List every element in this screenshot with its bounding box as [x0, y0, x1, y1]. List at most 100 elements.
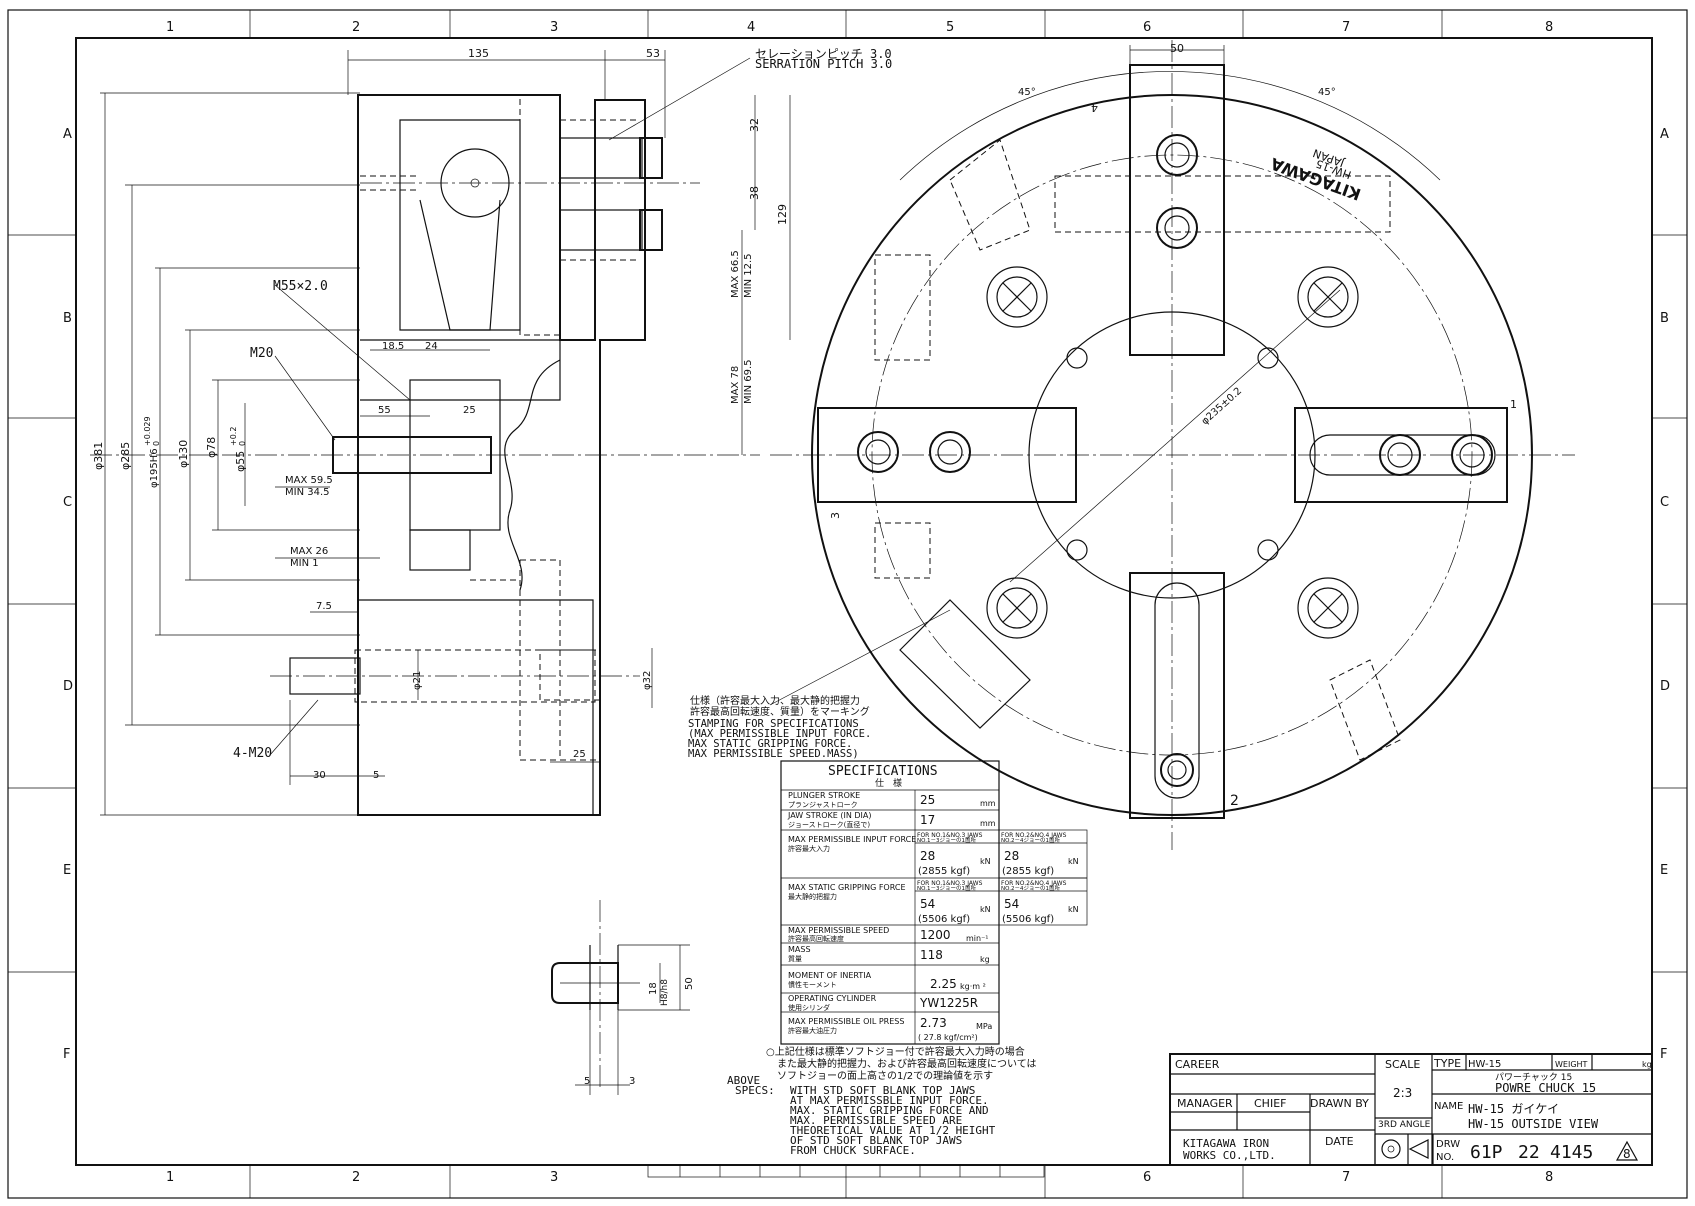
col-b-header-jp: NO.2－4ジョーの1箇所 — [1001, 836, 1060, 844]
stamping-en-1: STAMPING FOR SPECIFICATIONS — [688, 718, 859, 730]
spec-value: 118 — [920, 948, 943, 962]
note-en-1: WITH STD SOFT BLANK TOP JAWS — [790, 1084, 975, 1097]
spec-value: 2.73 — [920, 1016, 947, 1030]
col-label: 1 — [166, 1170, 174, 1185]
jaw-left — [817, 407, 1077, 503]
dim-135: 135 — [468, 47, 489, 60]
revision-triangle-icon — [1615, 1140, 1639, 1161]
dim-phi381: φ381 — [92, 442, 105, 470]
note-jp-3: ソフトジョーの面上高さの1/2での理論値を示す — [777, 1069, 993, 1082]
tb-drawing-no-a: 61P — [1470, 1142, 1503, 1163]
spec-value: 2.25 — [930, 977, 957, 991]
col-label: 8 — [1545, 20, 1553, 35]
jaw-detail: 50 18 H8/h8 5 3 — [551, 900, 695, 1095]
row-label: C — [63, 495, 72, 510]
jaw-top — [1129, 64, 1225, 356]
grip-force-a-kgf: (5506 kgf) — [918, 914, 970, 925]
dim-phi55: φ55 — [234, 451, 247, 472]
tb-type-label: TYPE — [1433, 1057, 1461, 1070]
tb-scale-label: SCALE — [1385, 1058, 1420, 1071]
break-line — [504, 359, 561, 591]
dim-5: 5 — [373, 770, 379, 781]
specs-title-jp: 仕 様 — [875, 777, 902, 789]
dim-50-top: 50 — [1170, 42, 1184, 55]
jaw-fit: H8/h8 — [660, 979, 670, 1006]
tb-name-en: POWRE CHUCK 15 — [1495, 1081, 1596, 1095]
note-jp-1: ○上記仕様は標準ソフトジョー付で許容最大入力時の場合 — [766, 1045, 1025, 1058]
col-label: 3 — [550, 20, 558, 35]
column-labels-top: 1 2 3 4 5 6 7 8 — [166, 20, 1553, 35]
tol-55-lower: 0 — [238, 441, 247, 446]
dim-24: 24 — [425, 341, 438, 352]
input-force-b-kgf: (2855 kgf) — [1002, 866, 1054, 877]
note-specs: SPECS: — [735, 1084, 775, 1097]
note-en-4: MAX. PERMISSIBLE SPEED ARE — [790, 1114, 962, 1127]
stamping-en-4: MAX PERMISSIBLE SPEED.MASS) — [688, 748, 859, 760]
col-b-header: FOR NO.2&NO.4 JAWS — [1001, 832, 1067, 839]
dim-phi21: φ21 — [412, 671, 423, 690]
tb-name-jp: パワーチャック 15 — [1495, 1072, 1572, 1083]
jaw-right — [1294, 407, 1508, 503]
side-view: 135 53 セレーションピッチ 3.0 SERRATION PITCH 3.0… — [90, 47, 892, 816]
dim-25a: 25 — [463, 405, 476, 416]
tb-scale: 2:3 — [1393, 1086, 1412, 1100]
input-force-a-kgf: (2855 kgf) — [918, 866, 970, 877]
dim-min1: MIN 1 — [290, 558, 319, 569]
serration-jp: セレーションピッチ 3.0 — [755, 47, 892, 61]
dim-53: 53 — [646, 47, 660, 60]
serration-en: SERRATION PITCH 3.0 — [755, 57, 892, 71]
dim-phi78: φ78 — [205, 437, 218, 458]
stamping-plate — [899, 599, 1031, 729]
row-label: A — [63, 127, 72, 142]
col-label: 6 — [1143, 1170, 1151, 1185]
col-label: 3 — [550, 1170, 558, 1185]
spec-label-jp: 許容最大油圧力 — [788, 1026, 837, 1035]
spec-label-jp: プランジャストローク — [788, 801, 858, 809]
column-labels-bottom: 1 2 3 6 7 8 — [166, 1170, 1553, 1185]
tol-195-upper: +0.029 — [143, 416, 152, 446]
title-block: CAREER MANAGER CHIEF DRAWN BY SCALE 2:3 … — [1169, 1053, 1653, 1166]
tb-chief: CHIEF — [1254, 1097, 1286, 1110]
note-jp-2: また最大静的把握力、および許容最高回転速度については — [777, 1057, 1037, 1070]
col-label: 7 — [1342, 1170, 1350, 1185]
spec-label: MAX PERMISSIBLE OIL PRESS — [788, 1017, 904, 1026]
jaw-bottom — [1129, 572, 1225, 819]
col-label: 5 — [946, 20, 954, 35]
dim-phi235: φ235±0.2 — [1200, 386, 1244, 428]
zone-ticks — [8, 10, 1687, 1198]
spec-unit: mm — [980, 799, 996, 808]
spec-label: MAX PERMISSIBLE INPUT FORCE — [788, 835, 916, 844]
col-label: 7 — [1342, 20, 1350, 35]
note-en-2: AT MAX PERMISSBLE INPUT FORCE. — [790, 1094, 989, 1107]
spec-label: MAX PERMISSIBLE SPEED — [788, 926, 889, 935]
tb-manager: MANAGER — [1177, 1097, 1233, 1110]
tol-195-lower: 0 — [152, 441, 161, 446]
label-4-m20: 4-M20 — [233, 746, 272, 761]
grip-force-b: 54 — [1004, 897, 1019, 911]
label-m20: M20 — [250, 346, 273, 361]
spec-label-jp: 最大静的把握力 — [788, 892, 837, 901]
note-en-7: FROM CHUCK SURFACE. — [790, 1144, 916, 1157]
label-m55: M55×2.0 — [273, 279, 328, 294]
stamping-en-3: MAX STATIC GRIPPING FORCE. — [688, 738, 852, 750]
spec-label: OPERATING CYLINDER — [788, 994, 877, 1003]
dim-min695: MIN 69.5 — [743, 359, 754, 404]
col-b-header: FOR NO.2&NO.4 JAWS — [1001, 880, 1067, 887]
dim-129: 129 — [776, 204, 789, 225]
note-en-5: THEORETICAL VALUE AT 1/2 HEIGHT — [790, 1124, 996, 1137]
spec-value-sub: ( 27.8 kgf/cm²) — [918, 1033, 978, 1042]
row-labels-right: A B C D E F — [1660, 127, 1670, 1062]
row-label: E — [1660, 863, 1668, 878]
dim-phi195: φ195H6 — [149, 448, 160, 488]
spec-note: ○上記仕様は標準ソフトジョー付で許容最大入力時の場合 また最大静的把握力、および… — [727, 1045, 1037, 1157]
dim-min345: MIN 34.5 — [285, 487, 330, 498]
dim-75: 7.5 — [316, 601, 332, 612]
jaw-number-4: 4 — [1091, 101, 1098, 114]
dim-25b: 25 — [573, 749, 586, 760]
dim-phi285: φ285 — [119, 442, 132, 470]
col-a-header: FOR NO.1&NO.3 JAWS — [917, 832, 983, 839]
dim-38: 38 — [748, 186, 761, 200]
tb-revision: 8 — [1623, 1147, 1631, 1161]
input-force-b: 28 — [1004, 849, 1019, 863]
